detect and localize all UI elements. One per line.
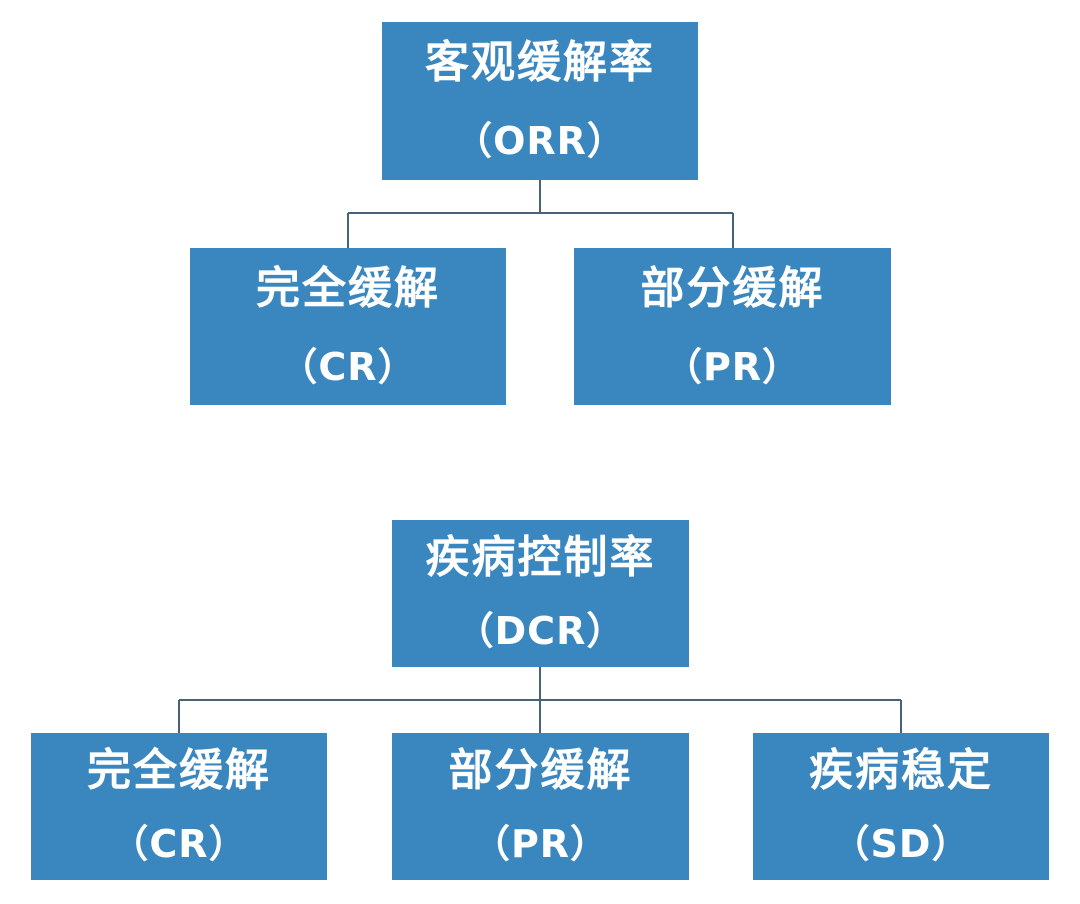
- dcr-cr-title: 完全缓解: [87, 745, 271, 797]
- orr-cr-title: 完全缓解: [256, 262, 440, 314]
- orr-root-box: 客观缓解率 （ORR）: [382, 22, 698, 180]
- orr-abbr: （ORR）: [454, 119, 626, 164]
- dcr-sd-title: 疾病稳定: [809, 745, 993, 797]
- orr-cr-box: 完全缓解 （CR）: [190, 248, 506, 405]
- dcr-pr-title: 部分缓解: [448, 745, 633, 797]
- orr-title: 客观缓解率: [425, 36, 655, 88]
- orr-pr-abbr: （PR）: [663, 344, 802, 389]
- dcr-pr-abbr: （PR）: [471, 822, 610, 866]
- dcr-root-box: 疾病控制率 （DCR）: [392, 520, 689, 667]
- orr-cr-abbr: （CR）: [279, 344, 417, 389]
- dcr-pr-box: 部分缓解 （PR）: [392, 733, 689, 880]
- dcr-sd-box: 疾病稳定 （SD）: [753, 733, 1049, 880]
- orr-pr-box: 部分缓解 （PR）: [574, 248, 891, 405]
- dcr-cr-abbr: （CR）: [110, 822, 248, 866]
- orr-pr-title: 部分缓解: [640, 262, 825, 314]
- dcr-abbr: （DCR）: [455, 609, 626, 653]
- dcr-cr-box: 完全缓解 （CR）: [31, 733, 327, 880]
- dcr-sd-abbr: （SD）: [831, 822, 971, 866]
- dcr-title: 疾病控制率: [425, 532, 656, 584]
